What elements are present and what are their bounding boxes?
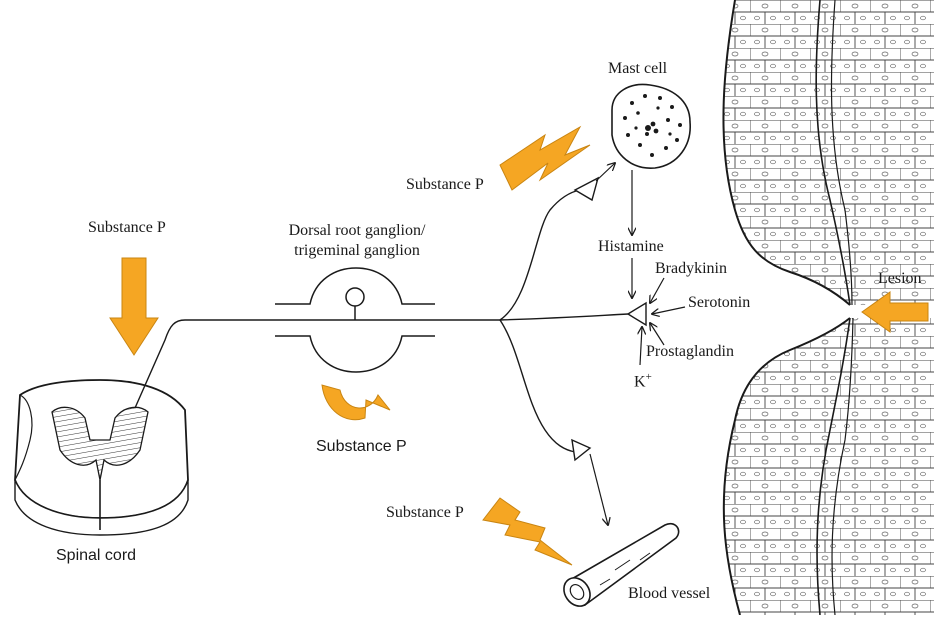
lesion-label: Lesion — [878, 270, 922, 288]
skin-tissue-upper — [700, 0, 934, 310]
nerve-ending-top — [575, 178, 598, 200]
histamine-label: Histamine — [598, 238, 664, 256]
skin-tissue-lower — [700, 315, 934, 615]
substance-p-curved-arrow — [322, 385, 390, 420]
substance-p-top-label: Substance P — [88, 219, 166, 237]
mast-cell-label: Mast cell — [608, 60, 667, 78]
blood-vessel-label: Blood vessel — [628, 585, 710, 603]
spinal-cord-label: Spinal cord — [56, 547, 136, 565]
substance-p-mast-label: Substance P — [406, 176, 484, 194]
potassium-charge: + — [646, 371, 652, 383]
nerve-ending-middle — [628, 303, 646, 325]
lightning-bolt-mast — [500, 127, 590, 190]
ganglion-label-line2: trigeminal ganglion — [272, 242, 442, 260]
mast-cell — [612, 84, 690, 168]
lightning-bolt-vessel — [483, 498, 572, 565]
potassium-label: K+ — [634, 371, 652, 392]
substance-p-vessel-label: Substance P — [386, 504, 464, 522]
nerve-ending-bottom — [572, 440, 590, 460]
potassium-symbol: K — [634, 373, 646, 390]
serotonin-label: Serotonin — [688, 294, 750, 312]
prostaglandin-label: Prostaglandin — [646, 343, 734, 361]
spinal-cord — [15, 380, 188, 535]
substance-p-ganglion-label: Substance P — [316, 438, 407, 456]
ganglion-label-line1: Dorsal root ganglion/ — [272, 222, 442, 240]
substance-p-down-arrow — [110, 258, 158, 355]
bradykinin-label: Bradykinin — [655, 260, 727, 278]
